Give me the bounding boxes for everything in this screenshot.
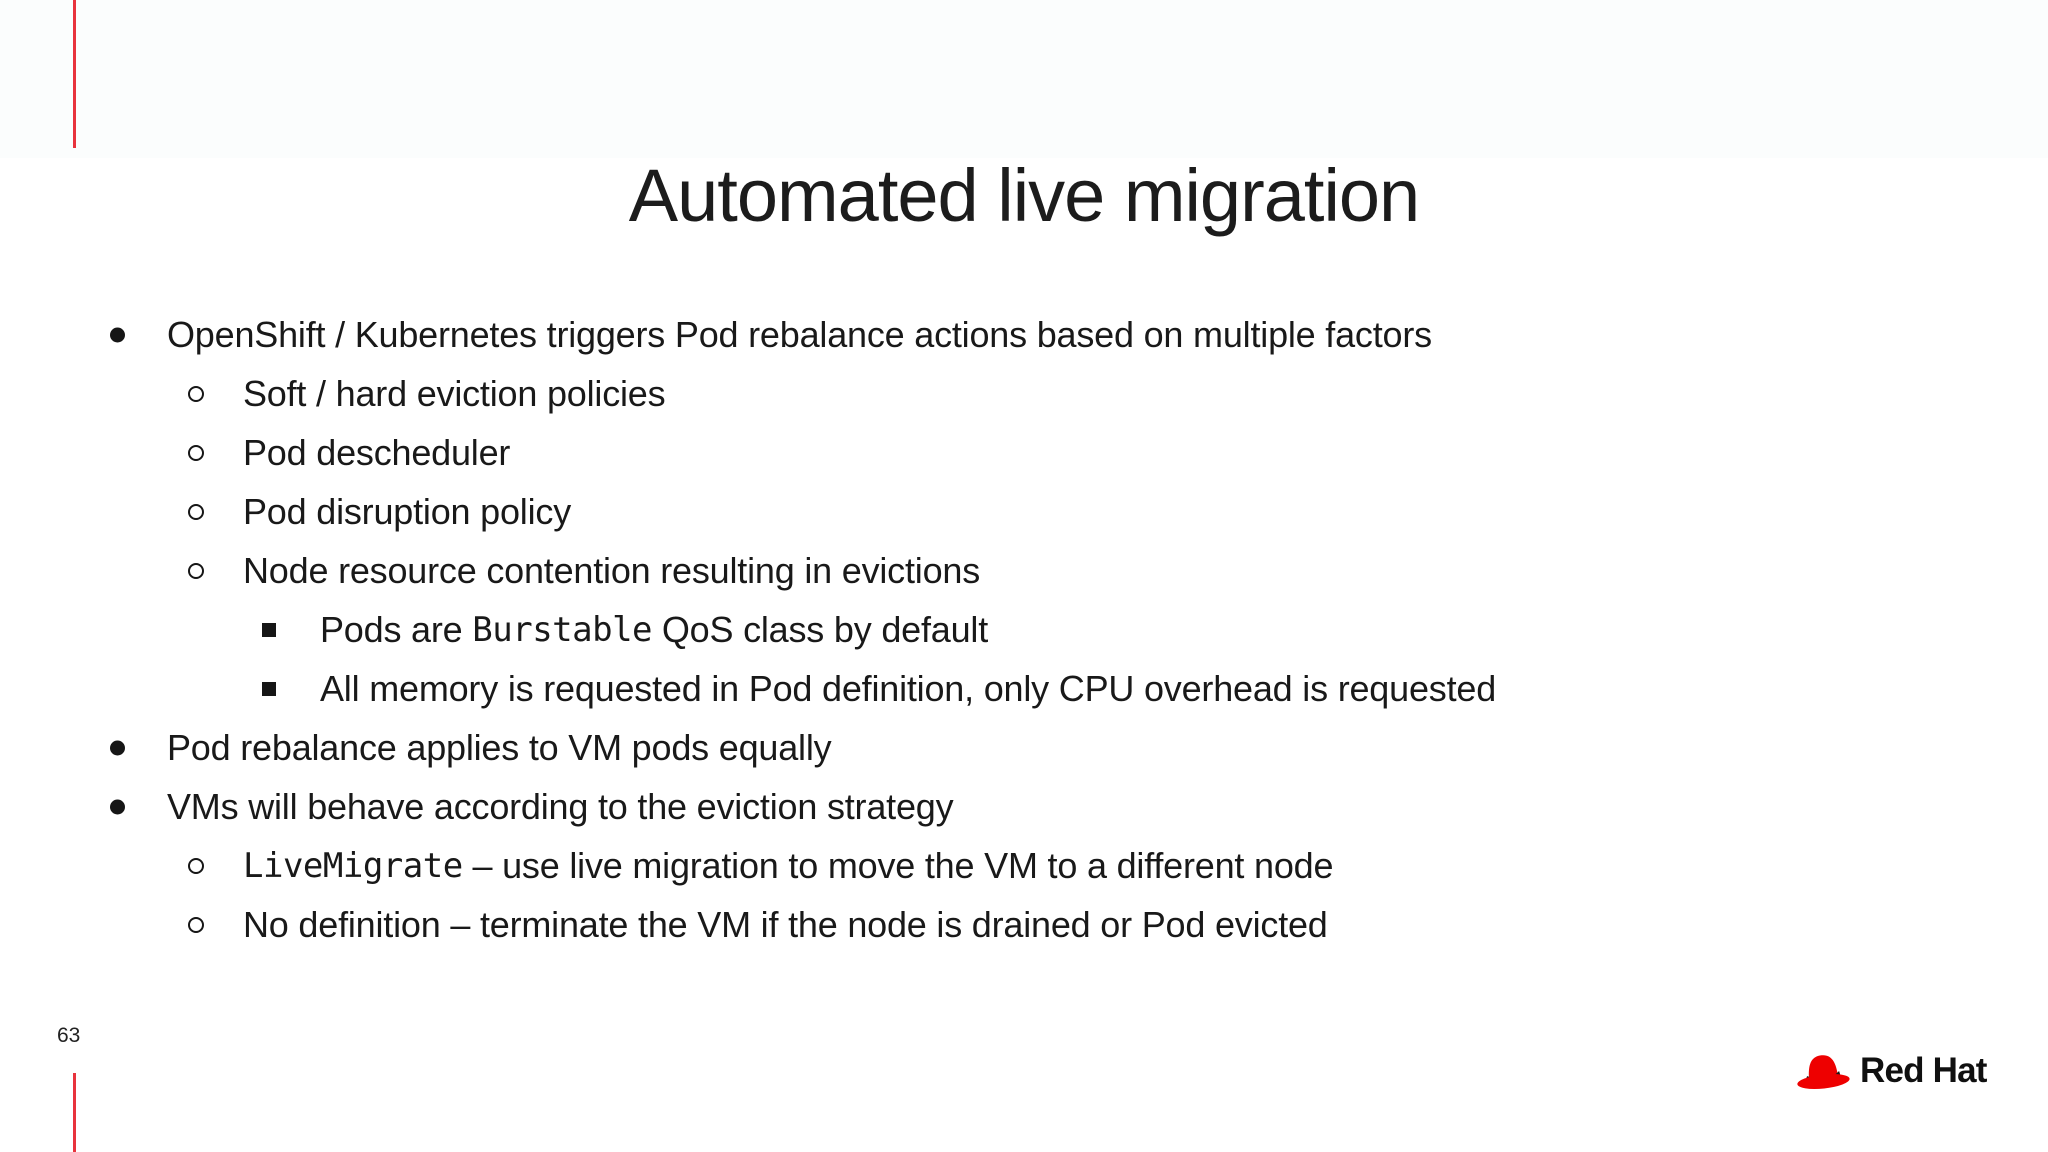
- bottom-accent-line: [73, 1073, 76, 1152]
- list-item-text: VMs will behave according to the evictio…: [167, 785, 954, 827]
- list-item: Pod disruption policy: [0, 482, 2048, 541]
- list-item: Soft / hard eviction policies: [0, 364, 2048, 423]
- list-item: Pod rebalance applies to VM pods equally: [0, 718, 2048, 777]
- circle-bullet-icon: [188, 562, 204, 579]
- list-item-text: Pod descheduler: [243, 431, 511, 473]
- list-item-text: – use live migration to move the VM to a…: [462, 844, 1334, 886]
- slide-title: Automated live migration: [628, 154, 1420, 237]
- list-item: Node resource contention resulting in ev…: [0, 541, 2048, 600]
- list-item-text: Pod disruption policy: [243, 490, 571, 532]
- circle-bullet-icon: [188, 385, 204, 402]
- bullet-icon: [110, 740, 125, 755]
- circle-bullet-icon: [188, 444, 204, 461]
- list-item-text: QoS class by default: [652, 608, 989, 650]
- bullet-list: OpenShift / Kubernetes triggers Pod reba…: [0, 305, 2048, 954]
- list-item-text: OpenShift / Kubernetes triggers Pod reba…: [167, 313, 1432, 355]
- list-item-text: Pod rebalance applies to VM pods equally: [167, 726, 832, 768]
- inline-code: Burstable: [472, 609, 653, 650]
- bullet-icon: [110, 799, 125, 814]
- list-item-text: Pods are: [320, 608, 473, 650]
- list-item-text: Node resource contention resulting in ev…: [243, 549, 981, 591]
- top-accent-line: [73, 0, 76, 148]
- fedora-icon: [1797, 1055, 1850, 1089]
- list-item-text: All memory is requested in Pod definitio…: [320, 667, 1497, 709]
- bullet-icon: [110, 327, 125, 342]
- list-item-text: No definition – terminate the VM if the …: [243, 903, 1328, 945]
- logo-wordmark: Red Hat: [1860, 1051, 1987, 1090]
- list-item: Pods are Burstable QoS class by default: [0, 600, 2048, 659]
- list-item: No definition – terminate the VM if the …: [0, 895, 2048, 954]
- list-item: Pod descheduler: [0, 423, 2048, 482]
- inline-code: LiveMigrate: [243, 845, 463, 886]
- square-bullet-icon: [262, 622, 276, 637]
- list-item: All memory is requested in Pod definitio…: [0, 659, 2048, 718]
- list-item: LiveMigrate – use live migration to move…: [0, 836, 2048, 895]
- page-number: 63: [57, 1024, 81, 1047]
- header-band: [0, 0, 2048, 158]
- circle-bullet-icon: [188, 916, 204, 933]
- list-item-text: Soft / hard eviction policies: [243, 372, 666, 414]
- circle-bullet-icon: [188, 503, 204, 520]
- list-item: OpenShift / Kubernetes triggers Pod reba…: [0, 305, 2048, 364]
- list-item: VMs will behave according to the evictio…: [0, 777, 2048, 836]
- circle-bullet-icon: [188, 857, 204, 874]
- red-hat-logo: Red Hat: [1795, 1048, 1987, 1094]
- square-bullet-icon: [262, 681, 276, 696]
